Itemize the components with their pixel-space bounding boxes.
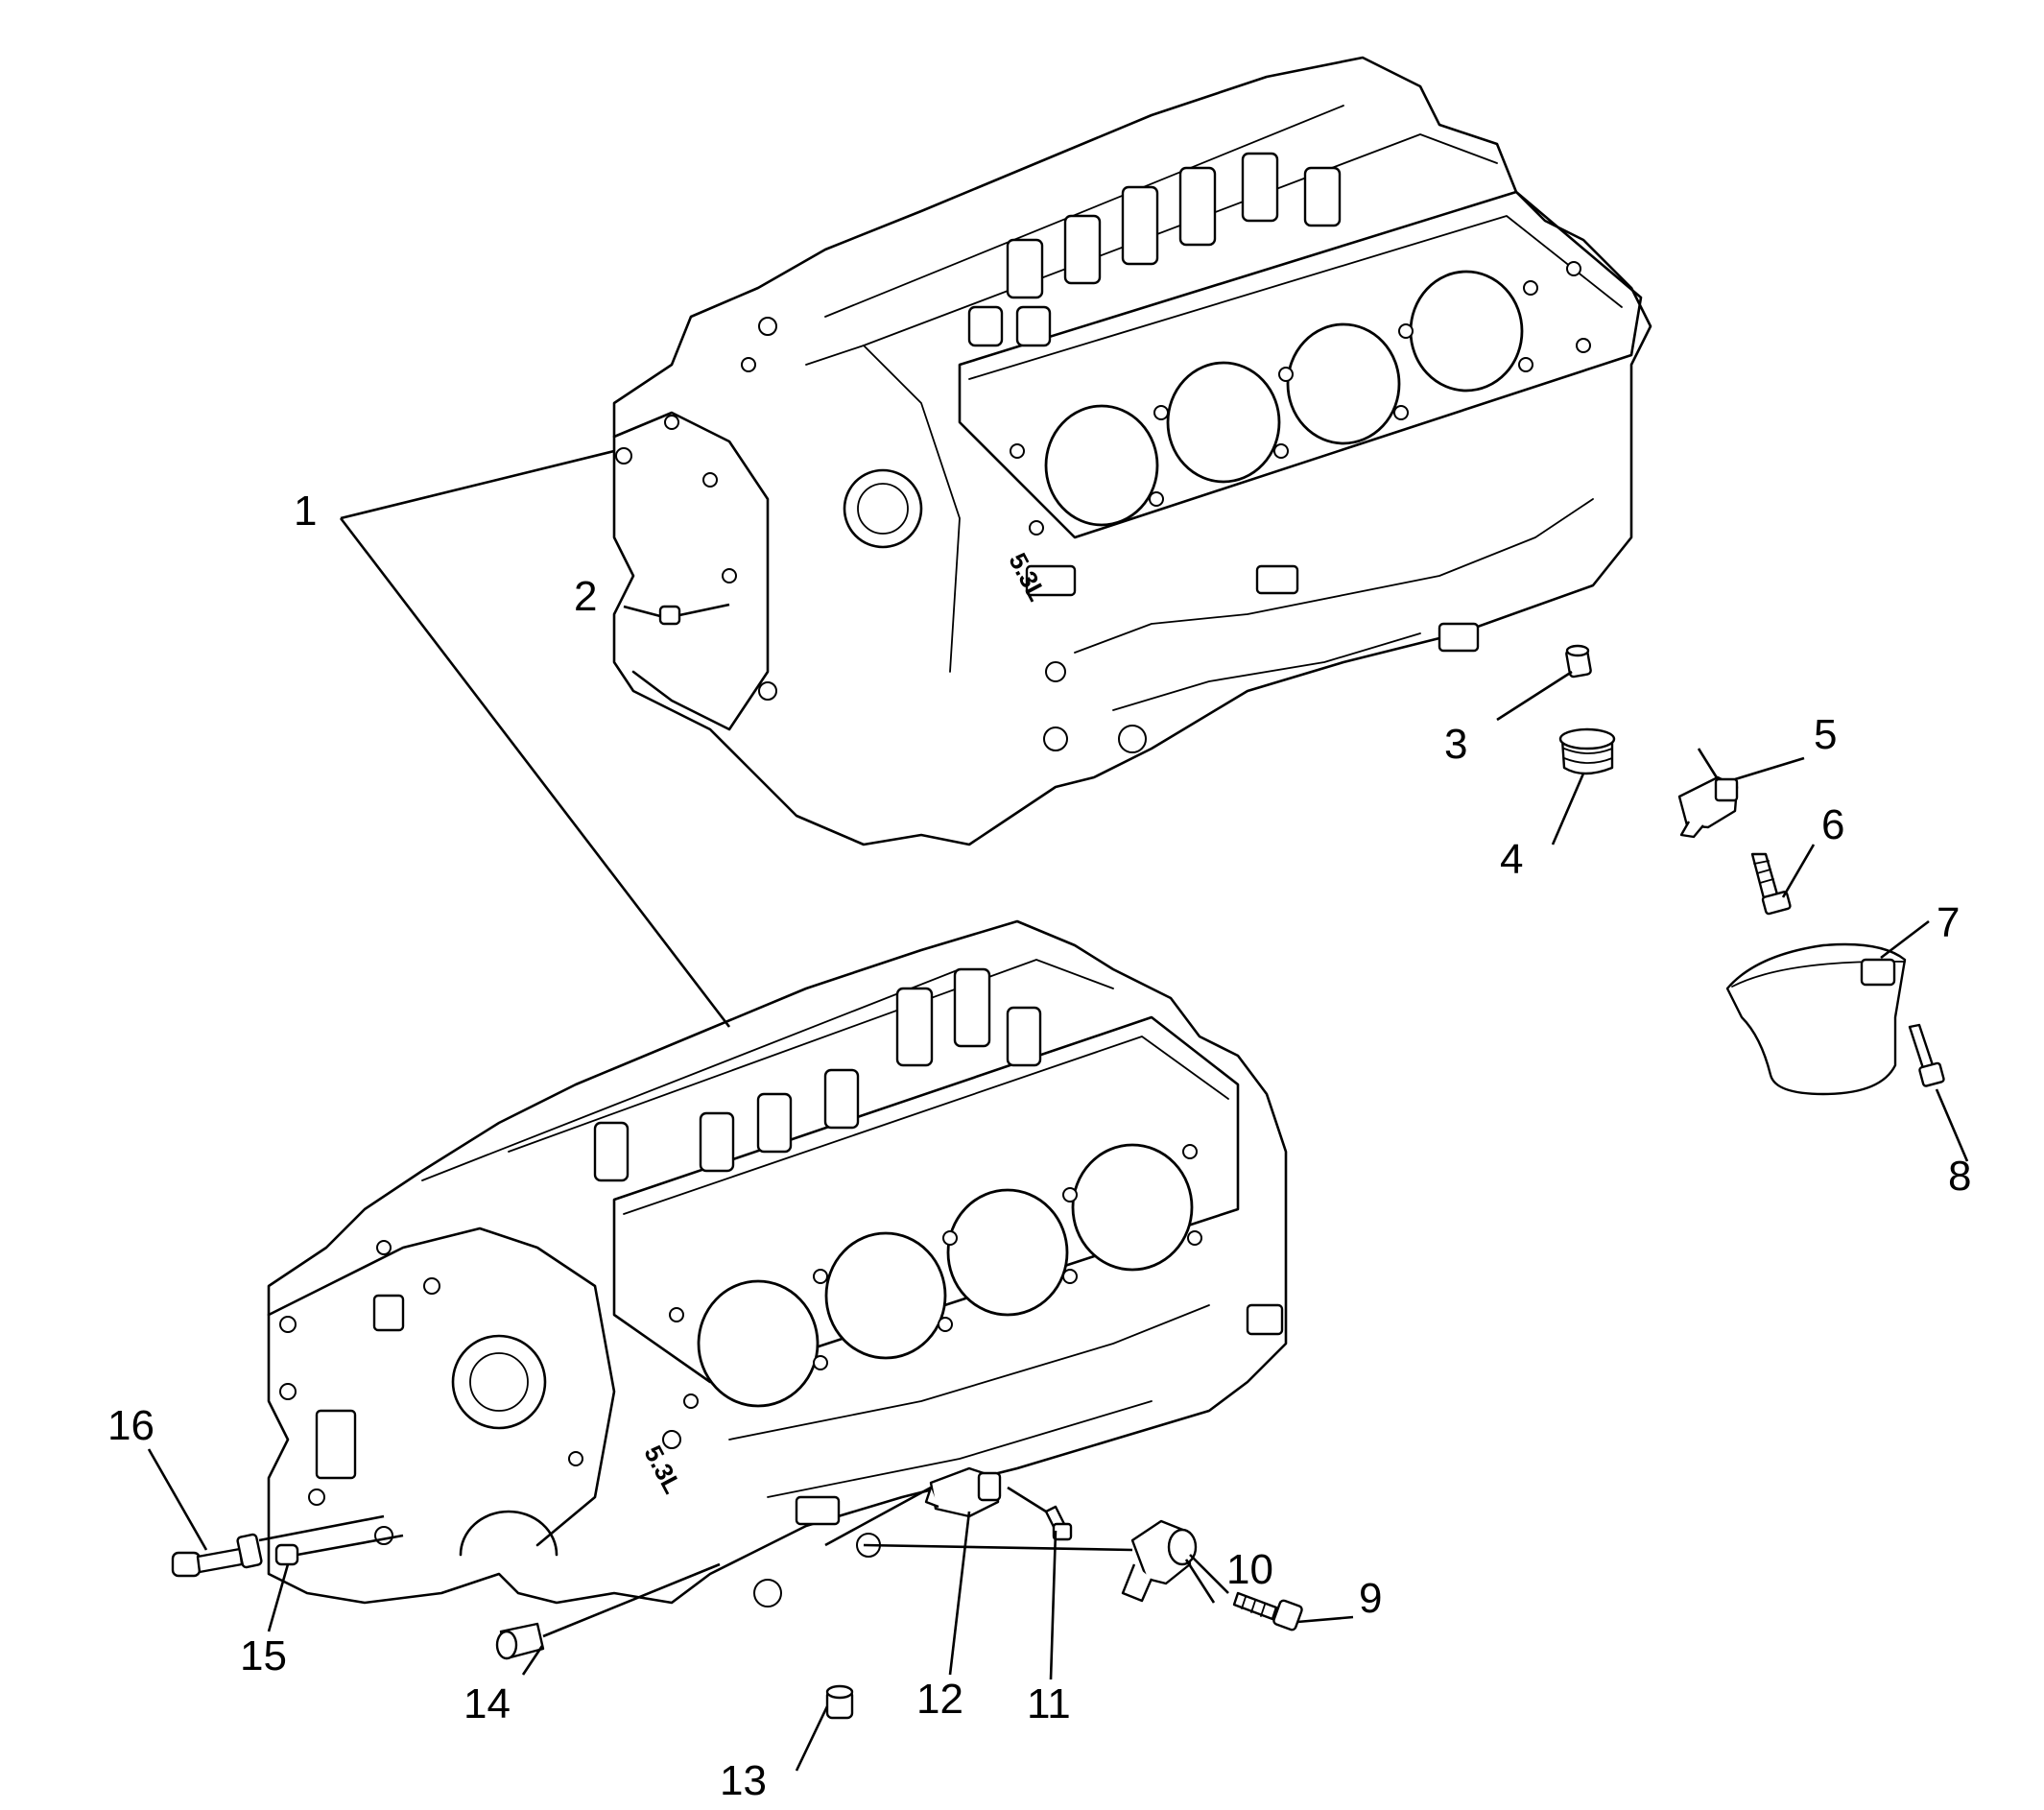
callout-11: 11 (1027, 1680, 1071, 1727)
callout-1: 1 (294, 488, 317, 535)
upper-cylinder-bores (1044, 270, 1524, 527)
callout-16: 16 (107, 1402, 154, 1449)
part-3-cup-plug (1565, 644, 1592, 679)
lower-engine-block: 5.3L (267, 919, 1288, 1608)
callout-12: 12 (916, 1676, 963, 1723)
callout-3: 3 (1444, 721, 1467, 768)
part-8-stud (1908, 1023, 1945, 1087)
lower-lifter-bosses (593, 967, 1042, 1182)
upper-block-displacement-mark: 5.3L (1003, 548, 1052, 606)
lower-front-holes (279, 1240, 681, 1545)
callout-10: 10 (1226, 1546, 1273, 1593)
callout-leader-lines (147, 449, 1969, 1772)
part-10-knock-sensor (1121, 1519, 1198, 1603)
callout-6: 6 (1821, 801, 1844, 848)
callout-8: 8 (1948, 1153, 1971, 1200)
callout-5: 5 (1814, 711, 1837, 758)
part-15-plug (274, 1543, 299, 1566)
part-14-plug (495, 1622, 545, 1660)
part-12-sensor (924, 1466, 1002, 1518)
callout-7: 7 (1937, 899, 1960, 946)
callout-15: 15 (240, 1632, 287, 1679)
lower-block-displacement-mark: 5.3L (638, 1441, 687, 1498)
upper-engine-block: 5.3L (612, 56, 1652, 846)
part-5-sensor (1677, 775, 1739, 839)
callout-13: 13 (720, 1757, 767, 1804)
callout-2: 2 (574, 573, 597, 620)
lower-deck-holes (669, 1144, 1202, 1409)
upper-front-holes (615, 317, 1147, 753)
part-2-plug (658, 605, 681, 626)
part-6-bolt (1750, 852, 1792, 916)
part-7-cover (1725, 942, 1907, 1096)
upper-deck-holes (1010, 261, 1591, 536)
callout-4: 4 (1500, 836, 1523, 883)
callout-numbers: 1 2 3 4 5 6 7 8 9 10 11 12 13 14 15 16 (107, 488, 1971, 1804)
callout-14: 14 (463, 1680, 511, 1727)
part-11-bolt (1044, 1505, 1073, 1541)
lower-cylinder-bores (697, 1143, 1194, 1408)
part-9-bolt (1232, 1591, 1303, 1631)
part-4-threaded-plug (1558, 727, 1616, 775)
callout-9: 9 (1359, 1575, 1382, 1622)
upper-lifter-bosses (967, 152, 1342, 347)
part-13-cup-plug (825, 1684, 854, 1720)
part-16-plug-bolt (171, 1533, 263, 1578)
